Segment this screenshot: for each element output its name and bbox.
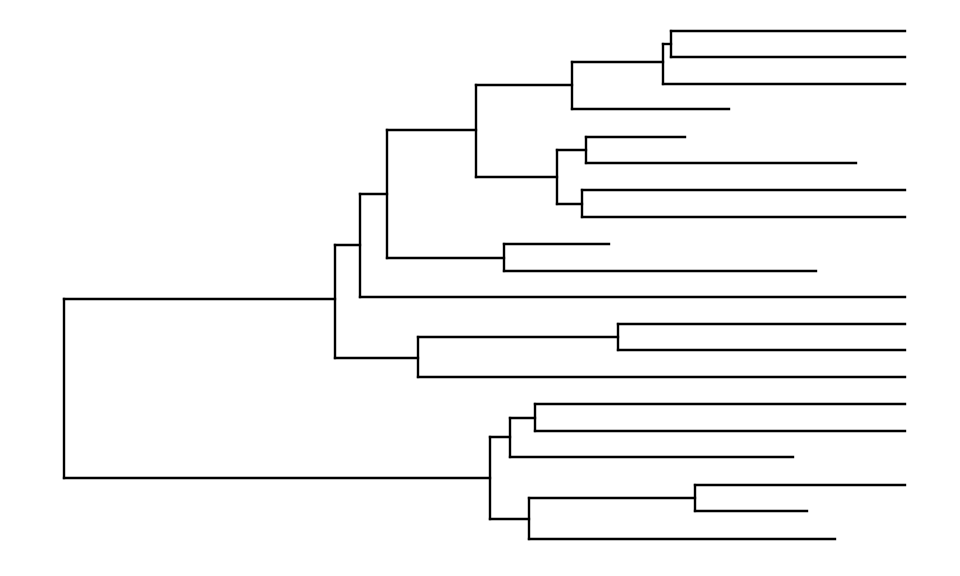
dendrogram	[62, 29, 907, 541]
